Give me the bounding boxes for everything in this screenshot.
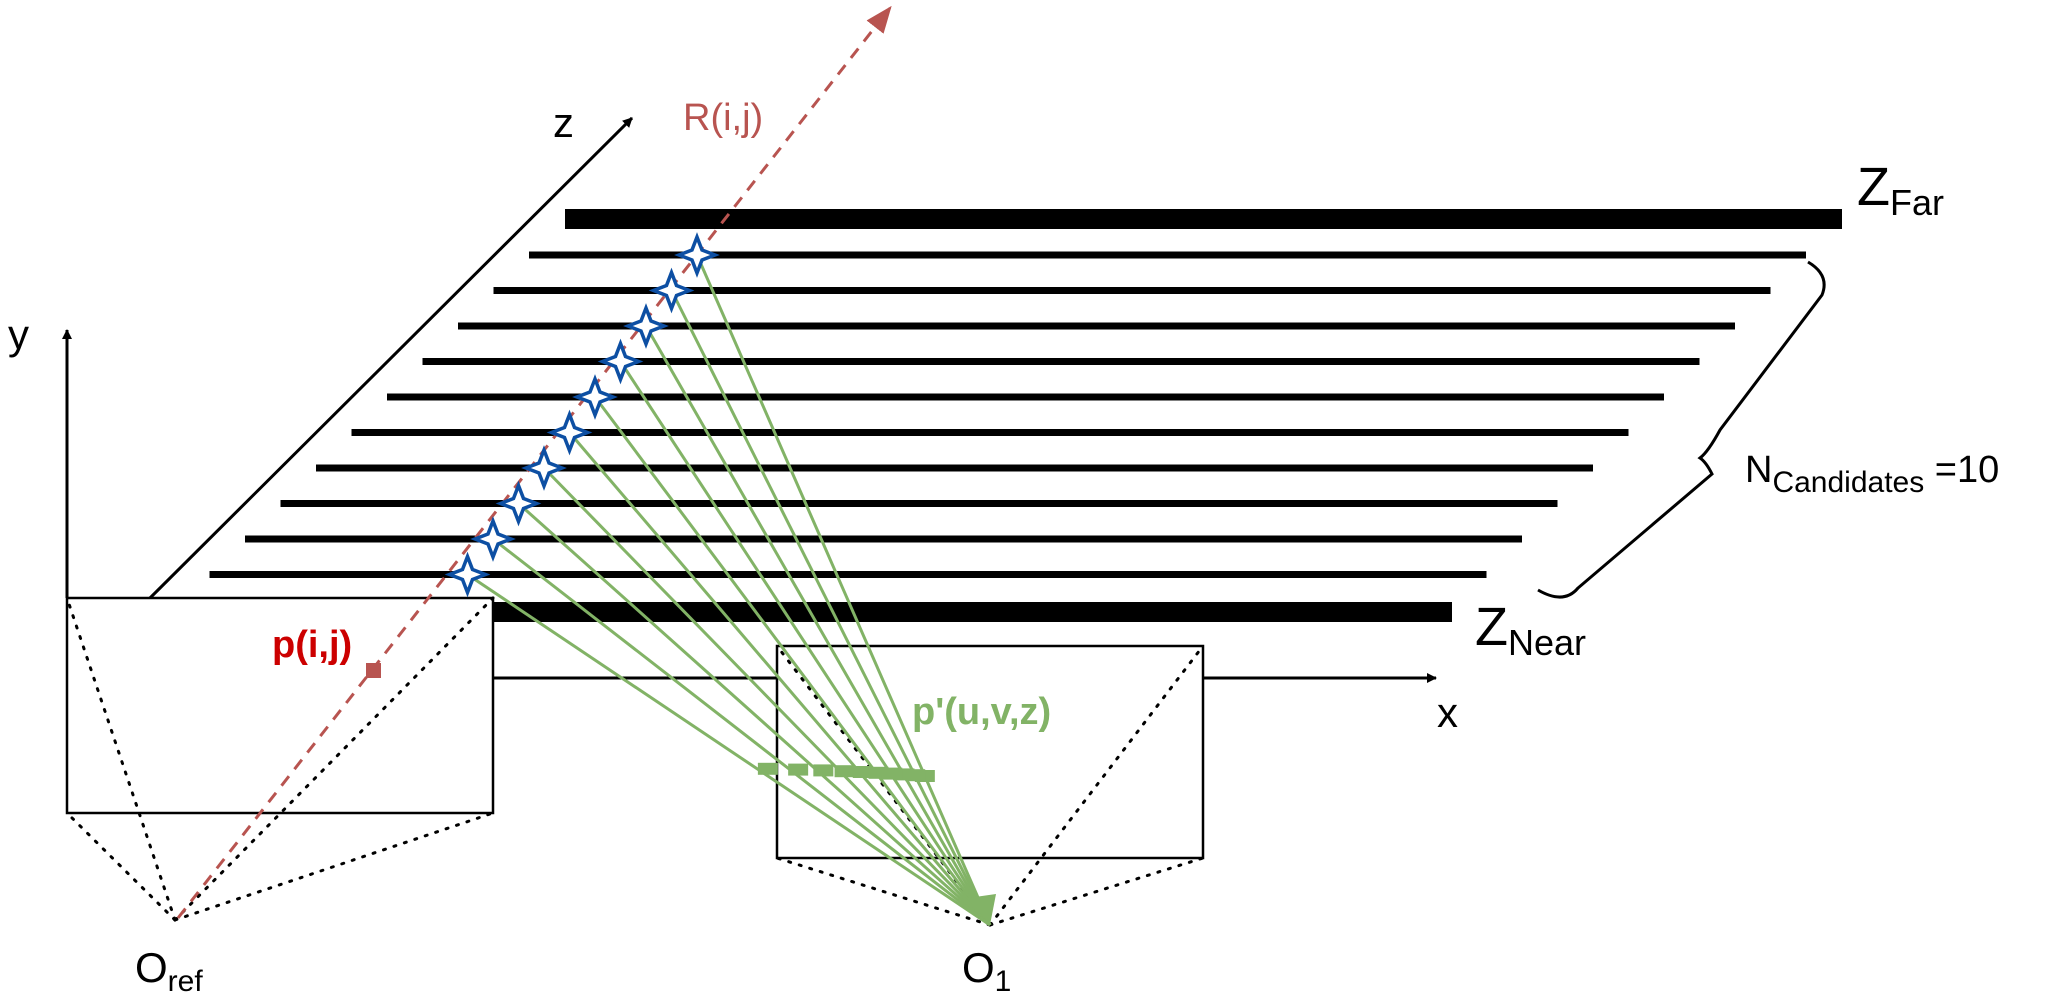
reference-image-plane — [65, 596, 495, 815]
candidate-star — [597, 338, 644, 385]
pixel-ref-label: p(i,j) — [272, 624, 352, 666]
candidate-star — [623, 303, 669, 349]
o1-arrowhead — [968, 894, 996, 925]
z-far-label: ZFar — [1857, 157, 1944, 223]
projected-point — [788, 763, 809, 776]
candidate-star — [470, 516, 516, 562]
reference-camera — [65, 596, 495, 922]
ray-r-ij — [176, 5, 892, 919]
projected-point — [834, 765, 855, 778]
ray-label: R(i,j) — [683, 97, 763, 139]
projected-point — [813, 764, 834, 777]
projection-lines — [466, 254, 992, 927]
n-candidates-label: NCandidates =10 — [1745, 449, 1999, 499]
candidate-star — [521, 445, 567, 491]
projected-points — [757, 762, 935, 782]
y-axis-label: y — [8, 311, 29, 358]
origin-ref-label: Oref — [135, 944, 203, 998]
projection-line — [619, 360, 992, 926]
projection-line — [670, 289, 992, 926]
projected-point — [852, 766, 873, 778]
candidate-star — [546, 409, 593, 456]
projection-line — [517, 502, 991, 927]
projected-point — [757, 762, 778, 775]
projection-line — [568, 431, 992, 926]
n-candidates-brace — [1537, 260, 1826, 599]
pixel-p-ij-marker — [366, 663, 381, 678]
projection-line — [695, 254, 992, 926]
projection-line — [644, 325, 992, 926]
pixel-proj-label: p'(u,v,z) — [912, 691, 1051, 733]
depth-planes — [209, 209, 1842, 622]
projection-line — [466, 573, 991, 927]
candidate-star — [495, 480, 542, 527]
x-axis-label: x — [1437, 689, 1458, 736]
projected-point — [868, 766, 889, 779]
projection-line — [542, 466, 992, 927]
candidate-points — [444, 232, 720, 598]
z-near-label: ZNear — [1475, 597, 1586, 663]
origin-1-label: O1 — [962, 944, 1011, 998]
projection-line — [492, 537, 991, 927]
candidate-star — [572, 374, 618, 420]
candidate-star — [648, 267, 695, 314]
z-axis — [148, 116, 634, 600]
candidate-star — [674, 232, 720, 278]
second-camera — [775, 644, 1205, 927]
z-axis-label: z — [553, 99, 574, 146]
candidate-star — [444, 551, 491, 598]
second-image-plane — [775, 644, 1205, 860]
projection-line — [593, 396, 992, 926]
